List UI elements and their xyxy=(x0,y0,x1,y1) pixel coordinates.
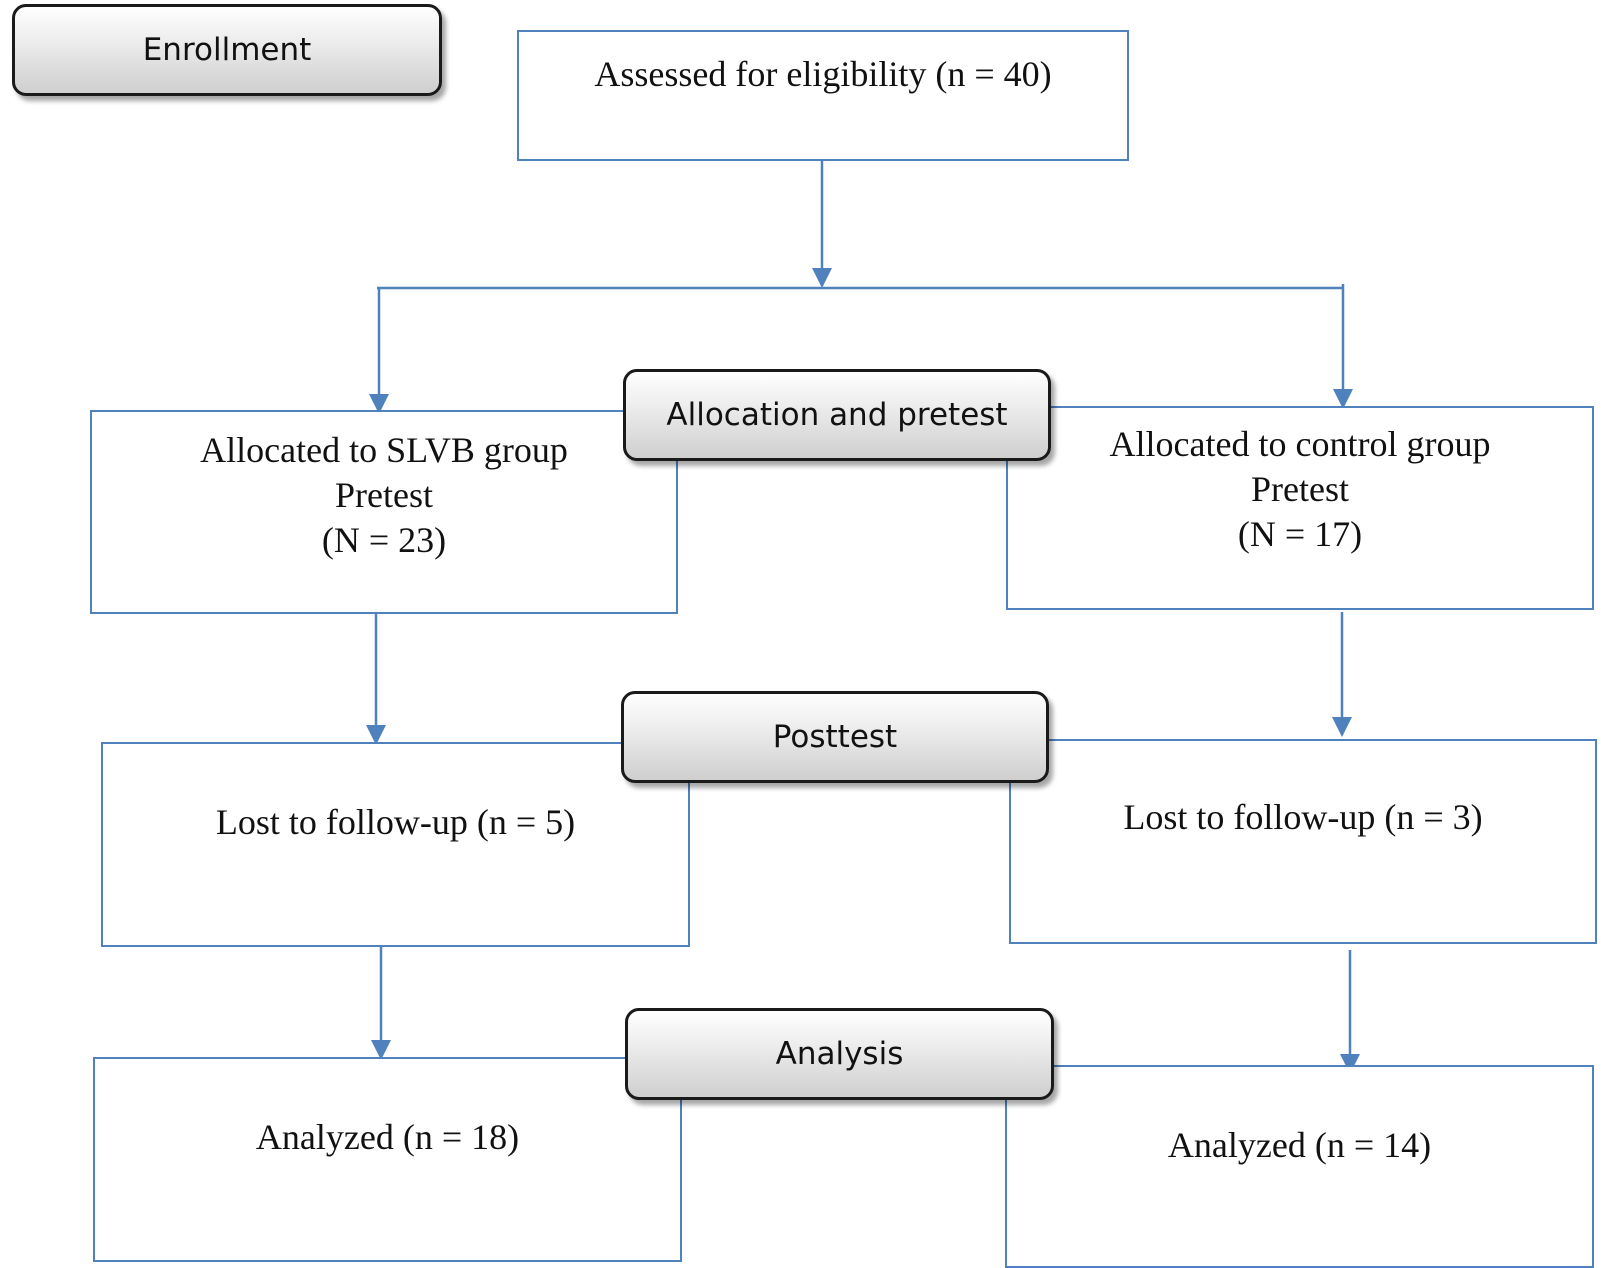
arrowhead-control-lost xyxy=(1332,717,1352,737)
control-allocated-line2: Pretest xyxy=(1251,469,1349,509)
control-analyzed-text: Analyzed (n = 14) xyxy=(1167,1125,1432,1165)
slvb-allocated-line3: (N = 23) xyxy=(321,520,447,560)
stage-posttest-label: Posttest xyxy=(772,719,898,755)
stage-posttest: Posttest xyxy=(621,691,1049,783)
slvb-lost-text: Lost to follow-up (n = 5) xyxy=(215,802,576,842)
stage-allocation-label: Allocation and pretest xyxy=(666,397,1008,433)
slvb-analyzed-text: Analyzed (n = 18) xyxy=(255,1117,520,1157)
stage-analysis: Analysis xyxy=(625,1008,1054,1100)
arrowhead-slvb-lost xyxy=(366,725,386,745)
stage-allocation-pretest: Allocation and pretest xyxy=(623,369,1051,461)
slvb-allocated-line2: Pretest xyxy=(335,475,433,515)
stage-enrollment-label: Enrollment xyxy=(142,32,312,68)
arrowhead-slvb-analyzed xyxy=(371,1040,391,1060)
box-slvb-analyzed: Analyzed (n = 18) xyxy=(93,1057,682,1262)
stage-analysis-label: Analysis xyxy=(775,1036,904,1072)
box-slvb-lost: Lost to follow-up (n = 5) xyxy=(101,742,690,947)
control-allocated-line1: Allocated to control group xyxy=(1109,424,1491,464)
box-control-allocated: Allocated to control group Pretest (N = … xyxy=(1006,406,1594,610)
box-control-analyzed: Analyzed (n = 14) xyxy=(1005,1065,1594,1268)
stage-enrollment: Enrollment xyxy=(12,4,442,96)
box-slvb-allocated: Allocated to SLVB group Pretest (N = 23) xyxy=(90,410,678,614)
arrowhead-control-analyzed xyxy=(1340,1054,1360,1074)
box-control-lost: Lost to follow-up (n = 3) xyxy=(1009,739,1597,944)
control-lost-text: Lost to follow-up (n = 3) xyxy=(1123,797,1483,837)
assessed-text: Assessed for eligibility (n = 40) xyxy=(594,54,1052,94)
arrowhead-split xyxy=(812,268,832,288)
control-allocated-line3: (N = 17) xyxy=(1237,514,1363,554)
arrowhead-control xyxy=(1333,389,1353,409)
box-assessed-eligibility: Assessed for eligibility (n = 40) xyxy=(517,30,1129,161)
slvb-allocated-line1: Allocated to SLVB group xyxy=(200,430,568,470)
arrowhead-slvb xyxy=(369,394,389,414)
